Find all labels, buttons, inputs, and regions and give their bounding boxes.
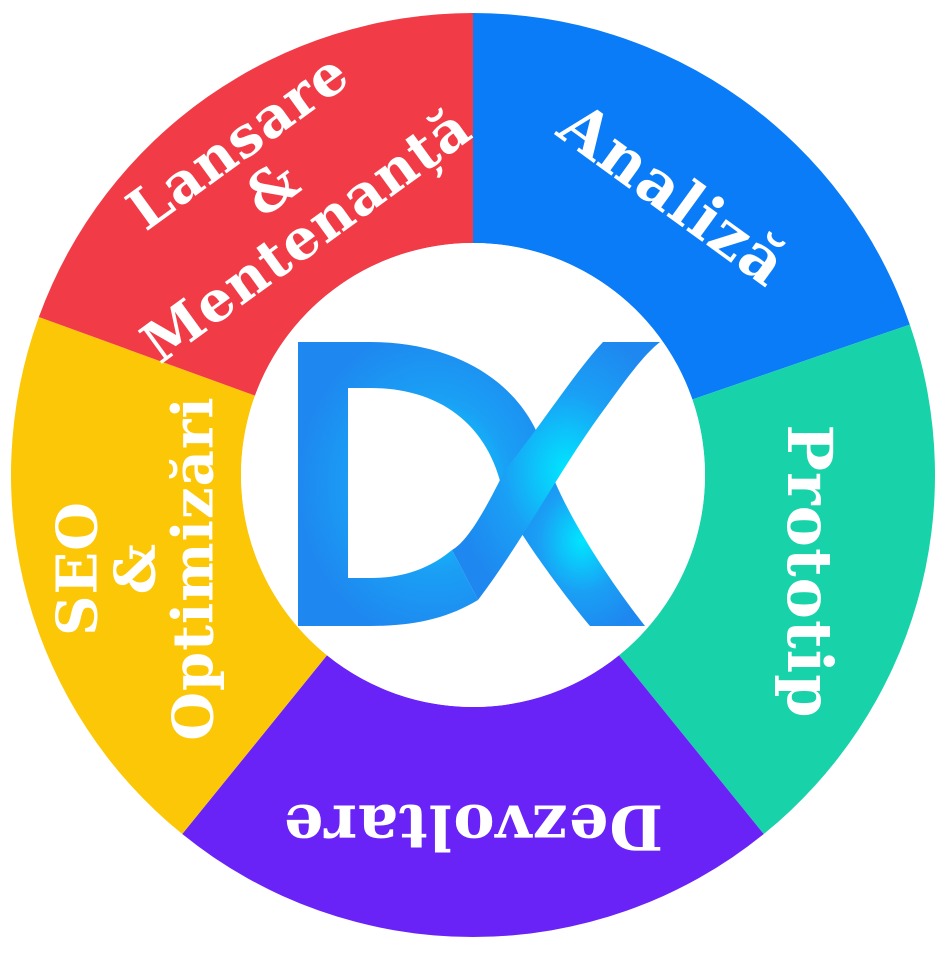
segment-label-line: SEO [45,501,111,636]
segment-seo [10,316,327,835]
segment-label-dezvoltare: Dezvoltare [283,791,663,864]
segment-label-line: Dezvoltare [283,791,663,864]
segment-lansare [38,13,474,396]
logo-letter-x-stroke-2 [452,342,660,600]
segment-label-prototip: Prototip [773,424,846,718]
segment-label-line: & [103,543,169,595]
segment-analiza [473,13,910,400]
segment-dezvoltare [182,655,764,938]
logo-letter-d [298,342,545,626]
segment-label-line: Optimizări [161,396,227,740]
dx-logo [298,342,660,626]
segment-label-seo: SEO&Optimizări [45,396,227,740]
segment-prototip [619,324,935,835]
segment-label-line: Prototip [773,424,846,718]
segments-layer [10,13,935,938]
